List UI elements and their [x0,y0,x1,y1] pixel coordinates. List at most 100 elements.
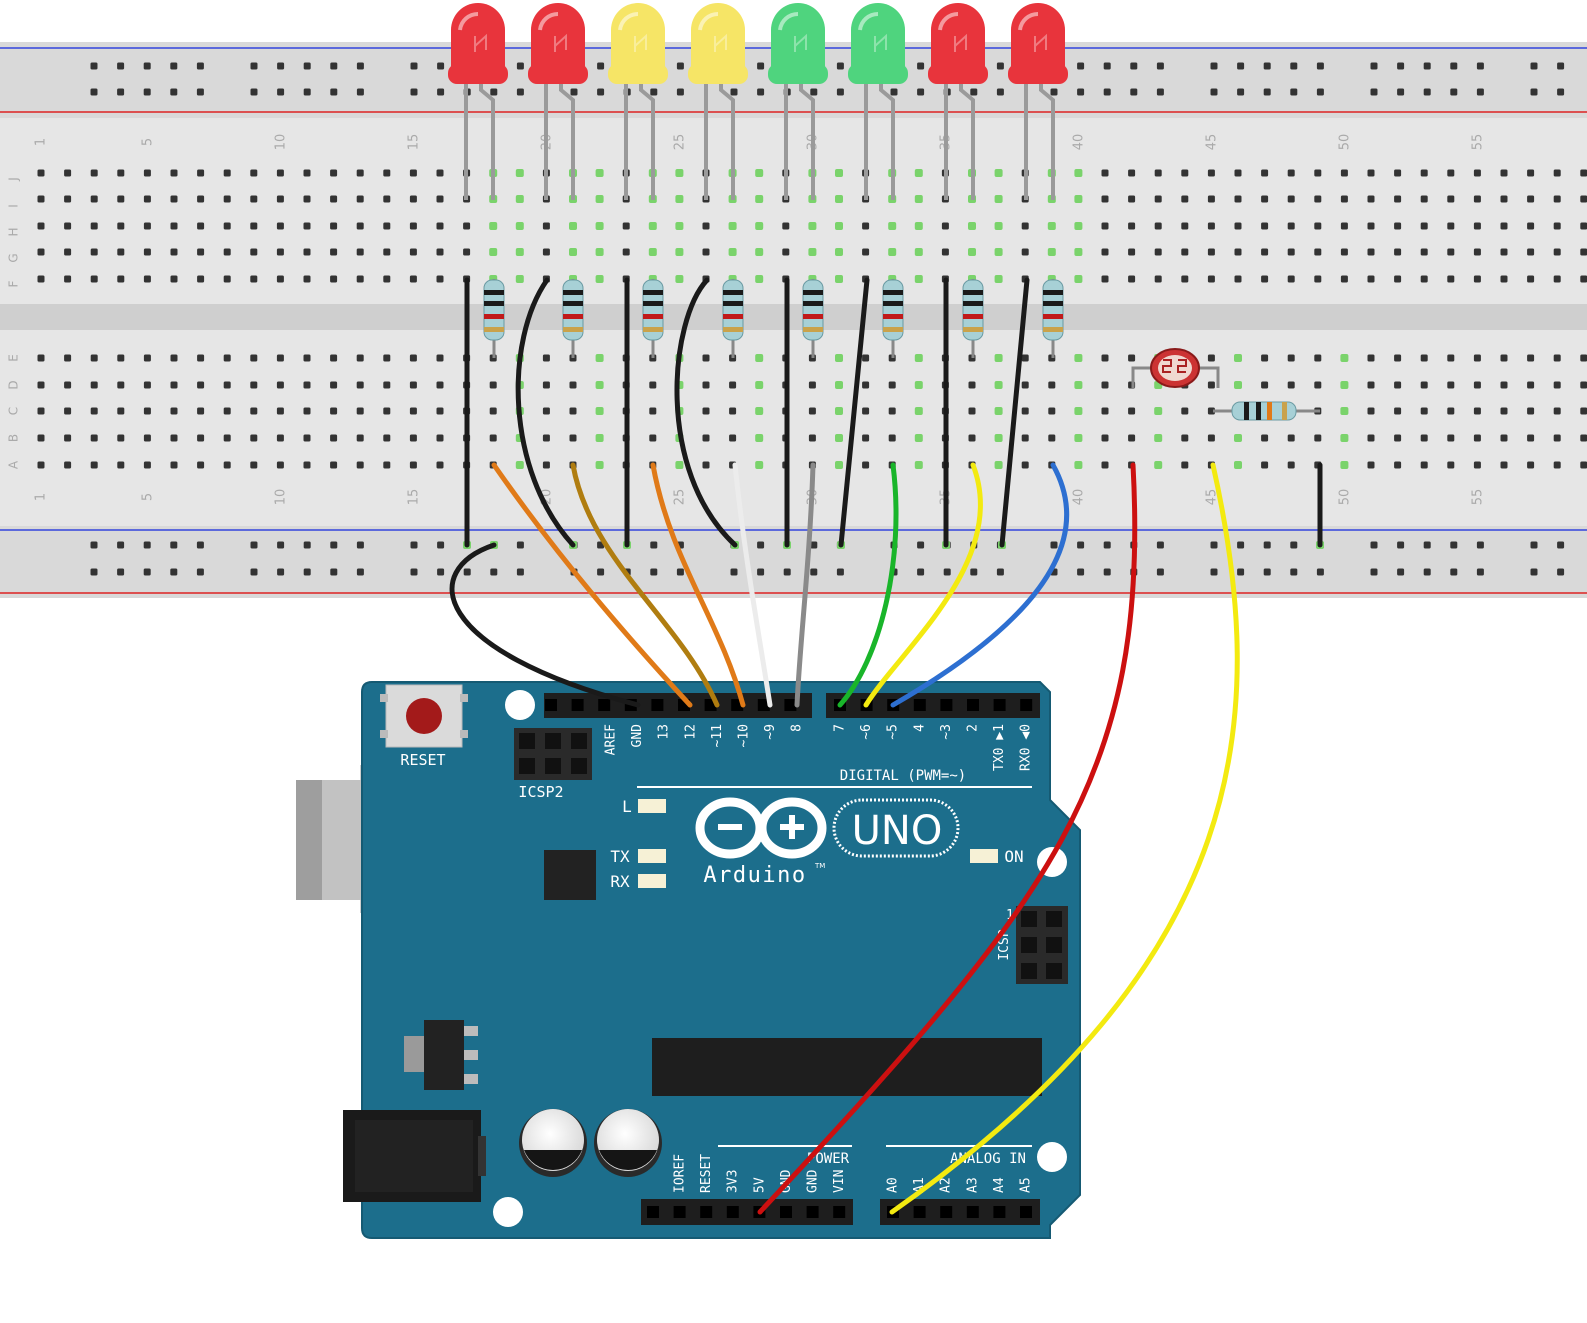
breadboard-hole [1447,248,1455,256]
connected-hole [675,222,684,230]
breadboard-hole [1500,381,1508,389]
breadboard-hole [197,354,205,362]
breadboard-hole [409,169,417,177]
breadboard-hole [1367,222,1375,230]
rail-hole [1210,62,1218,70]
breadboard-hole [1101,248,1109,256]
rail-hole [1476,541,1484,549]
rail-hole [1130,88,1138,96]
pin-label: ~6 [859,724,874,740]
breadboard-hole [1154,169,1162,177]
header-pin [1020,699,1033,711]
breadboard-hole [702,248,710,256]
breadboard-hole [1207,195,1215,203]
pin-label: TX0 ▶1 [992,724,1007,771]
rail-hole [1397,88,1405,96]
breadboard-hole [223,461,231,469]
breadboard-hole [383,434,391,442]
breadboard-hole [276,222,284,230]
power-analog-headers [641,1199,1040,1225]
breadboard-hole [622,222,630,230]
rail-hole [1077,568,1085,576]
row-letter: D [7,380,21,389]
breadboard-hole [1181,461,1189,469]
breadboard-hole [1580,407,1587,415]
breadboard-hole [1021,461,1029,469]
breadboard-hole [1101,275,1109,283]
connected-hole [1234,461,1242,469]
pin-label: 8 [790,724,805,732]
breadboard-hole [1101,461,1109,469]
breadboard-hole [117,275,125,283]
breadboard-hole [1553,461,1561,469]
connected-hole [755,195,764,203]
rail-hole [196,568,204,576]
header-pin [833,1206,846,1218]
breadboard-hole [1048,381,1056,389]
rail-hole [1263,88,1271,96]
breadboard-hole [1261,354,1269,362]
breadboard-hole [1553,195,1561,203]
breadboard-hole [1207,354,1215,362]
connected-hole [835,275,843,283]
breadboard-hole [276,248,284,256]
breadboard-hole [1261,248,1269,256]
pin-label: RX0 ◀0 [1019,724,1034,771]
pin-label: ~3 [939,724,954,740]
breadboard-hole [1394,195,1402,203]
breadboard-hole [1261,381,1269,389]
breadboard-hole [1394,169,1402,177]
pin-label: AREF [604,724,619,755]
breadboard-hole [1314,222,1322,230]
connected-hole [835,195,843,203]
mounting-hole [505,690,535,720]
reset-button[interactable] [376,684,468,748]
breadboard-hole [1340,222,1348,230]
breadboard-hole [117,461,125,469]
breadboard-hole [808,434,816,442]
rail-hole [1557,541,1565,549]
connected-hole [515,248,524,256]
breadboard-hole [223,248,231,256]
breadboard-hole [1394,222,1402,230]
pin-label: 12 [683,724,698,740]
breadboard-hole [702,434,710,442]
rail-hole [437,88,445,96]
rail-hole [170,62,178,70]
breadboard-hole [1580,195,1587,203]
breadboard-hole [330,195,338,203]
row-letter: F [7,280,21,287]
connected-hole [595,434,604,442]
header-pin [1020,1206,1032,1218]
rail-hole [650,568,658,576]
connected-hole [595,381,604,389]
header-pin [726,1206,739,1218]
rail-hole [1050,88,1058,96]
rail-hole [303,541,311,549]
breadboard-hole [117,222,125,230]
breadboard-hole [1101,169,1109,177]
photoresistor [1131,348,1220,388]
connected-hole [595,461,604,469]
header-pin [784,699,797,711]
connected-hole [994,354,1003,362]
breadboard-hole [1261,461,1269,469]
breadboard-hole [1527,407,1535,415]
led-tx-label: TX [610,847,630,866]
breadboard-hole [1101,381,1109,389]
connected-hole [1074,195,1083,203]
breadboard-hole [1420,248,1428,256]
connected-hole [1340,461,1349,469]
rail-hole [597,568,605,576]
breadboard-hole [436,354,444,362]
rail-hole [970,568,978,576]
breadboard-hole [1580,222,1587,230]
breadboard-hole [356,195,364,203]
breadboard-hole [1367,275,1375,283]
connected-hole [489,222,498,230]
breadboard-hole [409,381,417,389]
breadboard-hole [1128,195,1136,203]
breadboard-hole [1128,275,1136,283]
connected-hole [675,248,684,256]
connected-hole [1074,248,1083,256]
